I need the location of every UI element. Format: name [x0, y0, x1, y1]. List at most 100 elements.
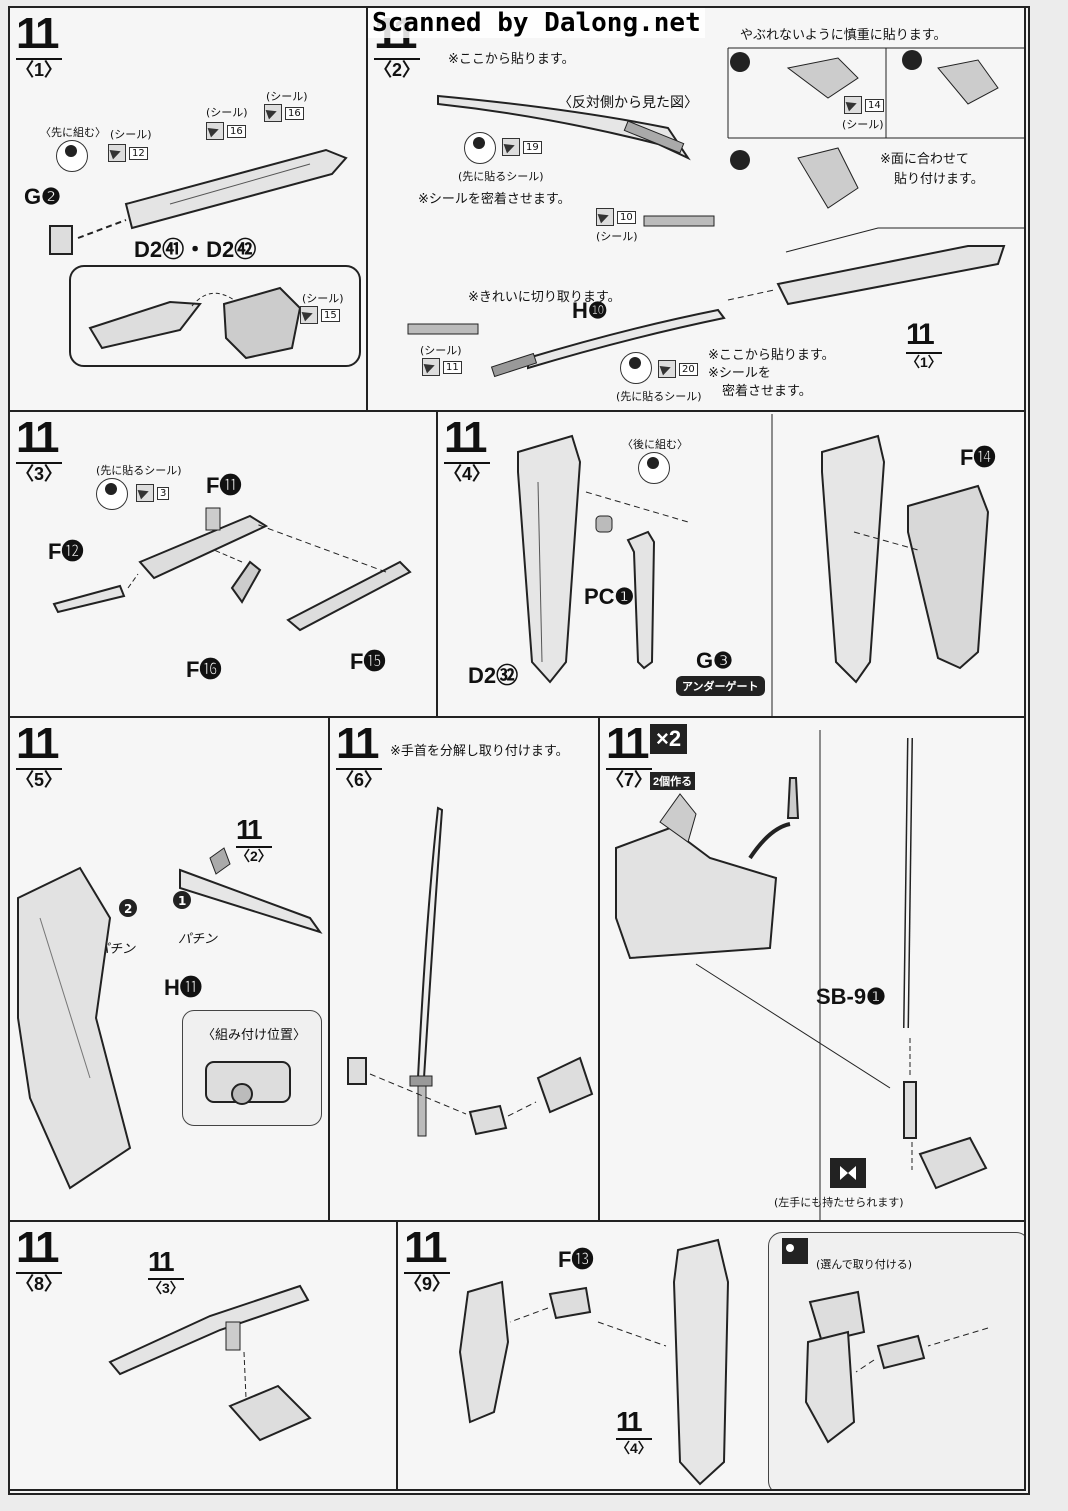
step-main-number: 11: [606, 719, 650, 768]
part-label-d2-32: D2㉜: [468, 663, 519, 688]
seal-label: (シール): [842, 118, 884, 131]
reference-step: 11〈1〉: [906, 320, 942, 369]
sticker-14: 14: [844, 96, 884, 114]
part-label-f12: F⓬: [48, 539, 84, 564]
ref-sub-number: 〈1〉: [906, 352, 942, 370]
svg-text:2: 2: [124, 902, 132, 916]
step-sub-number: 〈9〉: [404, 1272, 451, 1294]
step-number: 11〈5〉: [16, 722, 63, 790]
assembly-position-label: 〈組み付け位置〉: [202, 1028, 307, 1043]
sticker-number: 16: [227, 124, 246, 138]
scabbard-mount-drawing: [517, 414, 990, 716]
seal-label: (シール): [302, 292, 344, 305]
snap-sound-label-2: パチン: [178, 932, 218, 947]
sticker-icon: [136, 484, 154, 502]
step-sub-number: 〈3〉: [16, 462, 63, 484]
first-seal-label: (先に貼るシール): [96, 464, 182, 477]
step-sub-number: 〈6〉: [336, 768, 383, 790]
assembly-circle-icon: [96, 478, 128, 510]
rifle-hand-drawing: [108, 1284, 312, 1442]
part-label-h11: H⓫: [164, 975, 202, 1000]
sticker-icon: [844, 96, 862, 114]
note-match-face: ※面に合わせて: [880, 152, 969, 167]
step-sub-number: 〈1〉: [16, 58, 63, 80]
sticker-number: 15: [321, 308, 340, 322]
make-two-label: 2個作る: [650, 772, 696, 790]
part-label-f14: F⓮: [960, 445, 996, 470]
sword-scabbard-drawing: [49, 148, 361, 367]
seal-label: (シール): [420, 344, 462, 357]
assembly-circle-icon: [620, 352, 652, 384]
part-label-f16: F⓰: [186, 657, 222, 682]
quantity-badge: ×2: [650, 724, 688, 754]
sticker-icon: [422, 358, 440, 376]
step-sub-number: 〈7〉: [606, 768, 653, 790]
first-seal-label: (先に貼るシール): [616, 390, 702, 403]
step-11-2-panel: 11 〈2〉 ※ここから貼ります。 〈反対側から見た図〉 19 (先に貼るシール)…: [366, 6, 1026, 412]
sticker-icon: [108, 144, 126, 162]
part-label-g3: G❸: [696, 648, 733, 673]
choose-attach-label: (選んで取り付ける): [816, 1258, 913, 1271]
assembly-circle-icon: [464, 132, 496, 164]
seal-label: (シール): [110, 128, 152, 141]
seal-label: (シール): [596, 230, 638, 243]
sticker-icon: [596, 208, 614, 226]
step-main-number: 11: [404, 1223, 448, 1272]
reference-step: 11〈2〉: [236, 816, 272, 863]
sticker-icon: [502, 138, 520, 156]
note-opposite-side-view: 〈反対側から見た図〉: [558, 95, 698, 111]
seal-label: (シール): [206, 106, 248, 119]
ref-main-number: 11: [236, 814, 263, 845]
under-gate-badge: アンダーゲート: [676, 676, 765, 696]
sticker-16a: 16: [206, 122, 246, 140]
sticker-number: 19: [523, 140, 542, 154]
sticker-16b: 16: [264, 104, 304, 122]
assembly-circle-icon: [638, 452, 670, 484]
sticker-number: 16: [285, 106, 304, 120]
note-seal: ※シールを: [708, 366, 771, 381]
step-number: 11〈6〉: [336, 719, 383, 790]
step-main-number: 11: [16, 9, 60, 58]
step-number: 11〈4〉: [444, 413, 491, 483]
step-main-number: 11: [444, 413, 488, 462]
step-11-5-panel: 11〈5〉 11〈2〉 パチン パチン H⓫ 〈組み付け位置〉 2 1: [8, 716, 330, 1222]
step-number: 11〈1〉: [16, 9, 63, 80]
step-11-4-panel: 11〈4〉 〈後に組む〉 PC❶ D2㉜ G❸ アンダーゲート F⓮: [436, 410, 1026, 718]
rear-assemble-label: 〈後に組む〉: [622, 438, 688, 451]
part-label-f13: F⓭: [558, 1247, 594, 1272]
robot-leg-drawing: 2 1: [17, 847, 323, 1190]
part-label-f11: F⓫: [206, 473, 242, 498]
sticker-number: 10: [617, 210, 636, 224]
note-start-here: ※ここから貼ります。: [448, 52, 575, 67]
sticker-icon: [264, 104, 282, 122]
part-label-f15: F⓯: [350, 649, 386, 674]
step-sub-number: 〈2〉: [374, 58, 421, 80]
step-main-number: 11: [336, 719, 380, 768]
step-11-1-panel: 11〈1〉 〈先に組む〉 (シール) 12 (シール) 16 (シール) 16 …: [8, 6, 368, 412]
sticker-icon: [658, 360, 676, 378]
step-number: 11〈8〉: [16, 1223, 63, 1294]
note-attach: 貼り付けます。: [894, 172, 984, 187]
sticker-number: 14: [865, 98, 884, 112]
step-11-7-panel: 11〈7〉 ×2 2個作る SB-9❶ (左手にも持たせられます): [598, 716, 1026, 1222]
sticker-10: 10: [596, 208, 636, 226]
step-main-number: 11: [16, 413, 60, 462]
reference-step: 11〈4〉: [616, 1408, 652, 1455]
step-sub-number: 〈8〉: [16, 1272, 63, 1294]
step-number: 11〈9〉: [404, 1223, 451, 1294]
step-11-9-panel: 11〈9〉 F⓭ 11〈4〉 (選んで取り付ける): [396, 1220, 1026, 1491]
svg-text:1: 1: [178, 894, 186, 908]
scan-watermark: Scanned by Dalong.net: [368, 8, 705, 38]
part-label-pc1: PC❶: [584, 584, 635, 609]
step-11-3-panel: 11〈3〉 (先に貼るシール) 3 F⓫ F⓬ F⓰ F⓯: [8, 410, 438, 718]
step-main-number: 11: [16, 1223, 60, 1272]
step-sub-number: 〈5〉: [16, 768, 63, 790]
rifle-parts-drawing: [52, 507, 412, 632]
ref-main-number: 11: [906, 318, 935, 351]
step-11-6-panel: 11〈6〉 ※手首を分解し取り付けます。: [328, 716, 600, 1222]
step-number: 11〈3〉: [16, 413, 63, 484]
beam-saber-drawing: [615, 730, 988, 1220]
step-number: 11〈7〉: [606, 719, 653, 790]
part-label-d2-41-42: D2㊶・D2㊷: [134, 237, 257, 262]
